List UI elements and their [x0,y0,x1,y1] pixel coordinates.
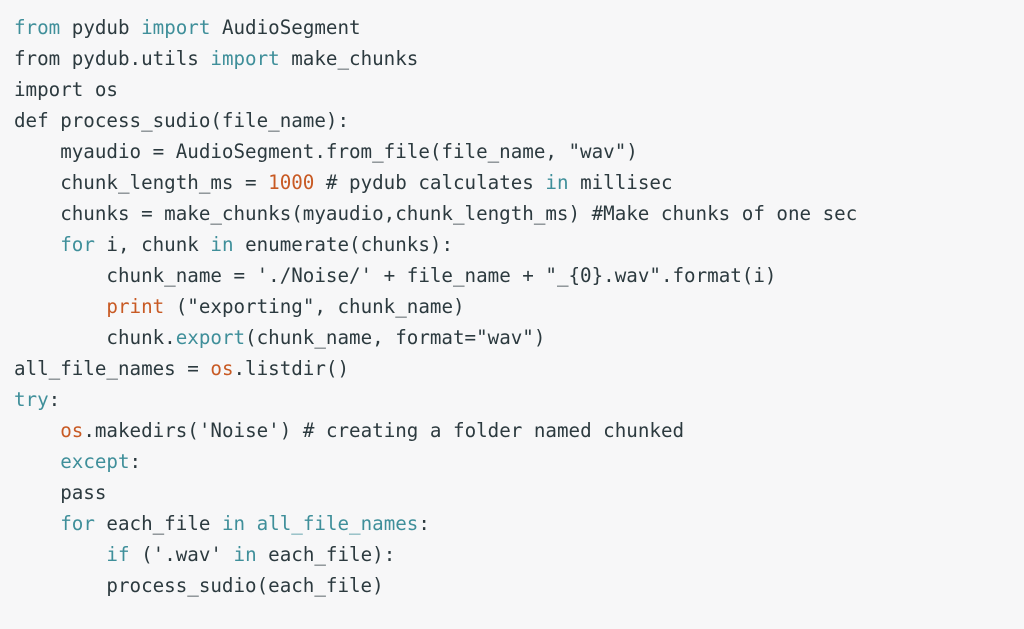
code-token: pass [14,481,107,504]
code-line: myaudio = AudioSegment.from_file(file_na… [14,136,638,167]
code-token: chunk_length_ms = [14,171,269,194]
code-token [14,295,106,318]
code-token: : [418,512,430,535]
code-token: each_file): [256,543,396,566]
code-token: process_sudio(each_file) [14,574,384,597]
code-token [245,512,257,535]
code-token: ) [533,326,546,349]
code-token: ) # creating a folder named chunked [279,419,685,442]
code-token: './Noise/' [256,264,373,287]
code-token: 'Noise' [198,419,280,442]
code-token: os [60,419,84,442]
code-line: process_sudio(each_file) [14,570,384,601]
code-token: chunks = make_chunks(myaudio,chunk_lengt… [14,202,858,225]
code-token: '.wav' [152,543,222,566]
code-line: chunk.export(chunk_name, format="wav") [14,322,545,353]
code-token: in [221,512,246,535]
code-token: in [233,543,257,566]
code-line: if ('.wav' in each_file): [14,539,395,570]
code-line: for i, chunk in enumerate(chunks): [14,229,453,260]
code-token: each_file [94,512,222,535]
code-token: except [60,450,130,473]
code-token: "wav" [568,140,627,163]
code-token: print [106,295,165,318]
code-token: all_file_names = [14,357,211,380]
code-token [14,233,60,256]
code-token: make_chunks [279,47,419,70]
code-token: .listdir() [233,357,350,380]
code-token: i, chunk [94,233,211,256]
code-token: in [545,171,569,194]
code-token: "wav" [476,326,534,349]
code-token: enumerate(chunks): [233,233,454,256]
code-line: os.makedirs('Noise') # creating a folder… [14,415,684,446]
code-token: export [175,326,246,349]
code-token: + file_name + [372,264,546,287]
code-line: chunk_length_ms = 1000 # pydub calculate… [14,167,673,198]
code-token: AudioSegment [210,16,361,39]
code-token: ) [626,140,638,163]
code-token: import [210,47,280,70]
code-line: import os [14,74,118,105]
code-token: myaudio = AudioSegment.from_file(file_na… [14,140,569,163]
code-token: import os [14,78,118,101]
code-token: millisec [568,171,673,194]
code-token: : [48,388,61,411]
code-token: pydub [60,16,142,39]
code-token: (chunk_name, format= [245,326,477,349]
code-line: for each_file in all_file_names: [14,508,430,539]
code-token: "exporting" [187,295,315,318]
code-line: chunks = make_chunks(myaudio,chunk_lengt… [14,198,857,229]
code-token [222,543,234,566]
code-token: chunk_name = [14,264,257,287]
code-line: try: [14,384,60,415]
code-token: all_file_names [256,512,419,535]
code-line: all_file_names = os.listdir() [14,353,349,384]
code-token: for [60,512,95,535]
code-token: in [210,233,234,256]
code-token [14,512,60,535]
code-line: from pydub import AudioSegment [14,12,361,43]
code-token: ( [164,295,188,318]
code-token: 1000 [268,171,315,194]
code-line: pass [14,477,106,508]
code-line: def process_sudio(file_name): [14,105,349,136]
code-token: : [129,450,142,473]
code-token: .format(i) [660,264,777,287]
code-token [14,543,106,566]
code-token: from [14,16,61,39]
code-token [14,450,60,473]
code-line: print ("exporting", chunk_name) [14,291,465,322]
code-token [14,419,60,442]
code-token: try [14,388,49,411]
code-token: ( [129,543,153,566]
code-line: from pydub.utils import make_chunks [14,43,418,74]
code-token: from pydub.utils [14,47,211,70]
code-token: # pydub calculates [314,171,546,194]
code-token: , chunk_name) [314,295,465,318]
code-line: except: [14,446,141,477]
code-token: import [141,16,211,39]
code-token: .makedirs( [83,419,199,442]
code-token: "_{0}.wav" [545,264,661,287]
code-token: os [210,357,234,380]
code-token: def process_sudio(file_name): [14,109,350,132]
code-line: chunk_name = './Noise/' + file_name + "_… [14,260,776,291]
code-token: if [106,543,130,566]
code-token: chunk. [14,326,176,349]
code-token: for [60,233,95,256]
